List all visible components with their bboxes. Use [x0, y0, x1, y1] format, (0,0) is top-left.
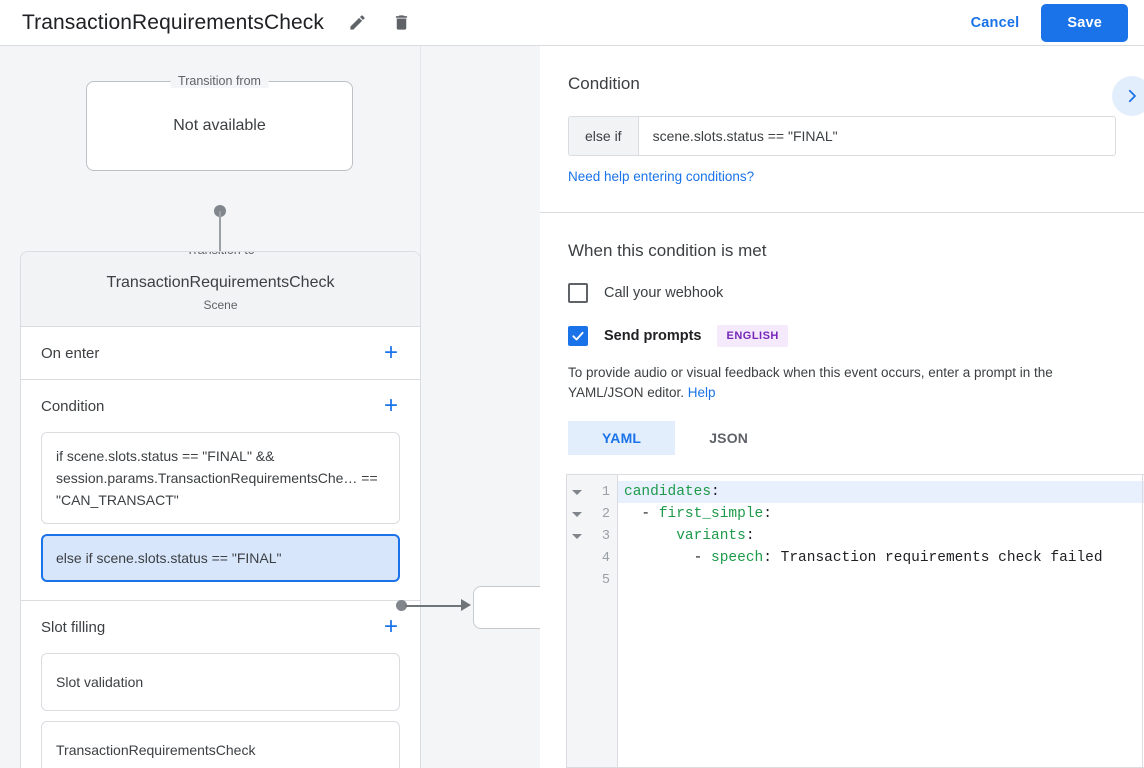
tab-yaml[interactable]: YAML — [568, 421, 676, 455]
prompt-help-link[interactable]: Help — [687, 385, 716, 400]
line-number-text: 2 — [601, 506, 610, 522]
yaml-key: variants — [676, 528, 746, 544]
panel-when-met-section: When this condition is met Call your web… — [540, 213, 1144, 455]
condition-connector-line — [405, 605, 463, 607]
editor-format-tabs: YAML JSON — [568, 421, 1116, 455]
pencil-icon[interactable] — [346, 12, 368, 34]
send-prompts-checkbox[interactable] — [568, 326, 588, 346]
trash-icon[interactable] — [390, 12, 412, 34]
transition-to-legend: Transition to — [178, 252, 263, 257]
editor-line-number: 1 — [567, 481, 617, 503]
scene-name: TransactionRequirementsCheck — [106, 274, 335, 291]
section-condition: Condition + if scene.slots.status == "FI… — [21, 380, 420, 601]
editor-code-line[interactable]: variants: — [676, 528, 755, 544]
editor-gutter: 1 2 3 4 5 — [567, 475, 618, 767]
add-on-enter-button[interactable]: + — [383, 339, 398, 366]
add-slot-filling-button[interactable]: + — [383, 613, 398, 640]
prompt-hint-body: To provide audio or visual feedback when… — [568, 365, 1053, 400]
cancel-button[interactable]: Cancel — [959, 7, 1032, 39]
section-condition-title: Condition — [41, 397, 105, 415]
editor-code-line[interactable]: - speech: Transaction requirements check… — [624, 550, 1103, 566]
prompt-hint-text: To provide audio or visual feedback when… — [568, 363, 1116, 403]
page-title: TransactionRequirementsCheck — [22, 10, 324, 34]
scene-type: Scene — [203, 298, 238, 312]
panel-when-met-heading: When this condition is met — [568, 241, 767, 260]
transition-from-card[interactable]: Transition from Not available — [86, 74, 353, 171]
target-node-card[interactable] — [473, 586, 540, 629]
editor-code-area[interactable]: candidates: - first_simple: variants: - … — [618, 475, 1144, 767]
condition-arrow-head — [461, 599, 471, 611]
editor-right-border — [1142, 474, 1143, 768]
webhook-checkbox[interactable] — [568, 283, 588, 303]
editor-line-number: 2 — [567, 503, 617, 525]
language-badge: ENGLISH — [717, 325, 788, 347]
send-prompts-checkbox-label: Send prompts — [604, 328, 702, 344]
editor-code-line[interactable] — [618, 569, 1144, 591]
condition-expression-input[interactable]: scene.slots.status == "FINAL" — [652, 128, 838, 144]
line-number-text: 4 — [601, 550, 610, 566]
tab-json[interactable]: JSON — [709, 430, 749, 446]
panel-condition-section: Condition else if scene.slots.status == … — [540, 46, 1144, 186]
condition-item-selected[interactable]: else if scene.slots.status == "FINAL" — [41, 534, 400, 582]
add-condition-button[interactable]: + — [383, 392, 398, 419]
editor-line-number: 5 — [567, 569, 617, 591]
section-condition-header: Condition + — [41, 380, 400, 432]
fold-arrow-icon[interactable] — [572, 489, 582, 495]
panel-divider — [540, 212, 1144, 213]
flow-canvas[interactable]: Transition from Not available Transition… — [0, 46, 540, 768]
condition-output-dot[interactable] — [396, 600, 407, 611]
webhook-checkbox-row[interactable]: Call your webhook — [568, 283, 1116, 303]
yaml-key: first_simple — [658, 506, 764, 522]
condition-item[interactable]: if scene.slots.status == "FINAL" && sess… — [41, 432, 400, 524]
fold-arrow-icon[interactable] — [572, 511, 582, 517]
section-on-enter-header: On enter + — [41, 327, 400, 379]
webhook-checkbox-label: Call your webhook — [604, 285, 724, 301]
editor-line-number: 3 — [567, 525, 617, 547]
section-slot-filling-title: Slot filling — [41, 618, 106, 636]
section-on-enter-title: On enter — [41, 344, 100, 362]
chevron-right-icon[interactable] — [1112, 76, 1144, 116]
yaml-key: candidates — [624, 484, 712, 500]
save-button[interactable]: Save — [1041, 3, 1128, 42]
line-number-text: 1 — [601, 484, 610, 500]
fold-arrow-icon[interactable] — [572, 533, 582, 539]
condition-input-row[interactable]: else if scene.slots.status == "FINAL" — [568, 116, 1116, 156]
condition-operator-label: else if — [569, 117, 639, 155]
editor-code-line[interactable]: candidates: — [618, 481, 1144, 503]
editor-code-line[interactable]: - first_simple: — [624, 506, 772, 522]
section-on-enter: On enter + — [21, 327, 420, 380]
yaml-editor[interactable]: 1 2 3 4 5 candidates: - first_simple: varian… — [566, 474, 1144, 768]
flow-connector-line — [219, 211, 221, 257]
yaml-key: speech — [711, 550, 764, 566]
transition-to-card[interactable]: Transition to TransactionRequirementsChe… — [20, 251, 421, 768]
section-slot-filling: Slot filling + Slot validation Transacti… — [21, 601, 420, 768]
panel-condition-heading: Condition — [568, 74, 640, 93]
transition-from-value: Not available — [173, 117, 266, 134]
condition-help-link[interactable]: Need help entering conditions? — [568, 169, 755, 184]
slot-filling-item[interactable]: TransactionRequirementsCheck — [41, 721, 400, 768]
line-number-text: 5 — [601, 572, 610, 588]
line-number-text: 3 — [601, 528, 610, 544]
scene-header: Transition to TransactionRequirementsChe… — [21, 252, 420, 327]
app-header: TransactionRequirementsCheck Cancel Save — [0, 0, 1144, 46]
section-slot-filling-items: Slot validation TransactionRequirementsC… — [41, 653, 400, 768]
section-condition-items: if scene.slots.status == "FINAL" && sess… — [41, 432, 400, 600]
transition-from-legend: Transition from — [170, 74, 269, 88]
slot-filling-item[interactable]: Slot validation — [41, 653, 400, 711]
send-prompts-checkbox-row[interactable]: Send prompts ENGLISH — [568, 325, 1116, 347]
details-panel: Condition else if scene.slots.status == … — [540, 46, 1144, 768]
section-slot-filling-header: Slot filling + — [41, 601, 400, 653]
editor-line-number: 4 — [567, 547, 617, 569]
